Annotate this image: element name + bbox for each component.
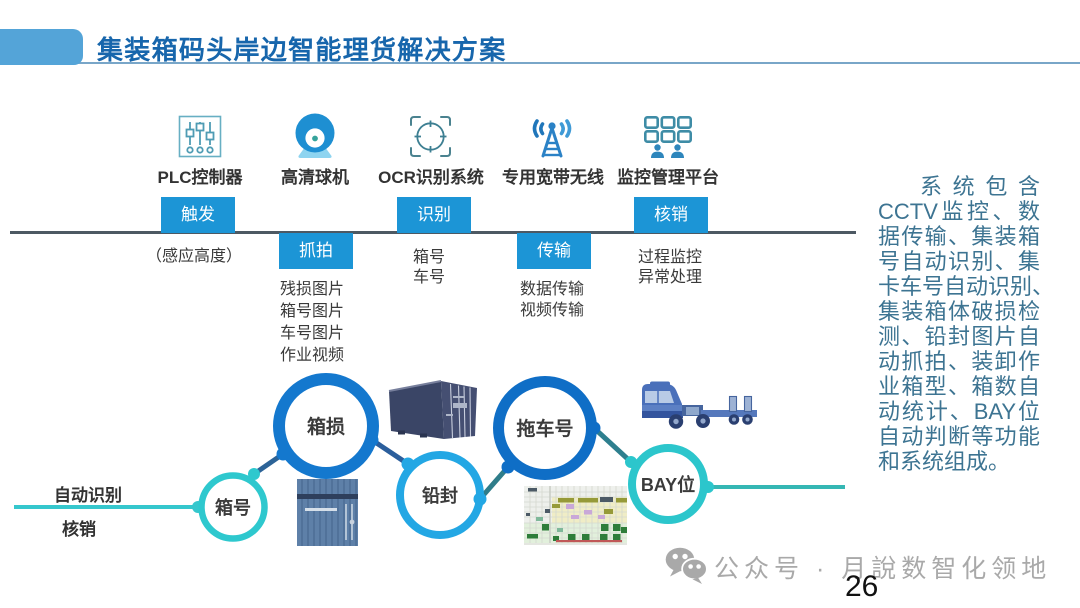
svg-text:拖车号: 拖车号: [516, 417, 573, 440]
svg-text:箱损: 箱损: [307, 415, 345, 438]
svg-text:BAY位: BAY位: [641, 474, 695, 495]
svg-text:铅封: 铅封: [422, 485, 458, 506]
svg-text:箱号: 箱号: [215, 497, 251, 518]
